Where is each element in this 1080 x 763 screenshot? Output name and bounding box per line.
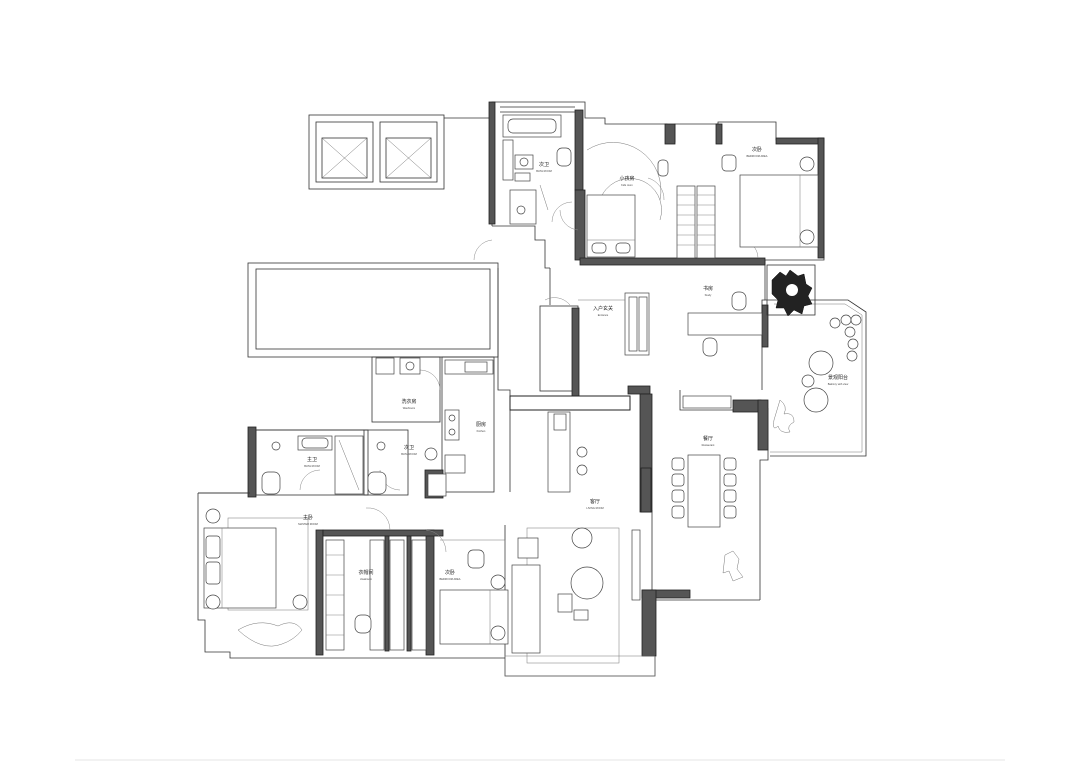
room-label-dining-en: Restaurant [702, 443, 715, 447]
room-label-living-en: LIVING ROOM [586, 506, 603, 510]
room-label-study-en: Study [705, 293, 712, 297]
room-label-study: 书房 [703, 285, 713, 292]
room-label-kitchen: 厨房 [476, 421, 486, 428]
top-bath-fixtures [502, 114, 572, 225]
room-label-balcony: 景观阳台 [828, 374, 848, 381]
lower-bath-fixtures [367, 441, 438, 495]
master-bedroom-furniture [203, 508, 309, 647]
room-label-master-bath-en: BATH ROOM [304, 464, 320, 468]
room-label-living: 客厅 [590, 498, 600, 505]
kids-room-furniture [586, 142, 716, 259]
room-label-secondary-bath: 次卫 [539, 161, 549, 168]
outer-walls [197, 101, 825, 677]
kitchen-furniture [427, 359, 588, 497]
laundry-furniture [375, 357, 421, 375]
room-label-master-bedroom-en: MASTER ROOM [298, 522, 318, 526]
balcony [766, 264, 867, 457]
room-label-kids-room: 小孩房 [619, 175, 634, 182]
room-label-second-bath-lower-en: BATH ROOM [401, 452, 417, 456]
room-label-second-bedroom-bottom: 次卧 [445, 569, 455, 576]
room-label-cloakroom: 衣帽间 [358, 569, 373, 576]
second-bedroom-bottom-furniture [439, 539, 509, 645]
room-label-second-bath-lower: 次卫 [404, 444, 414, 451]
room-label-master-bedroom: 主卧 [303, 514, 313, 521]
master-bath-fixtures [261, 435, 364, 495]
room-label-laundry-en: Washroom [403, 406, 415, 410]
room-label-second-bedroom-bottom-en: BEDROOM AREA [439, 577, 460, 581]
room-labels: 次卫 BATH ROOM 小孩房 Kids room 次卧 BEDROOM AR… [298, 146, 848, 581]
room-label-dining: 餐厅 [703, 435, 713, 442]
room-label-cloakroom-en: cloakroom [360, 577, 372, 581]
room-label-balcony-en: Balcony with view [828, 382, 849, 386]
light-well [247, 262, 499, 358]
room-label-kitchen-en: Kitchen [477, 429, 486, 433]
room-label-laundry: 洗衣房 [401, 398, 416, 405]
dining-furniture [671, 395, 744, 582]
cloakroom-furniture [325, 539, 427, 651]
second-bedroom-top-furniture [721, 154, 819, 248]
living-furniture [511, 527, 641, 664]
study-furniture [578, 291, 763, 357]
room-label-entrance: 入户玄关 [593, 305, 613, 312]
room-label-kids-room-en: Kids room [621, 183, 633, 187]
room-label-second-bedroom-top: 次卧 [752, 146, 762, 153]
room-label-master-bath: 主卫 [307, 456, 317, 463]
room-label-secondary-bath-en: BATH ROOM [536, 169, 552, 173]
room-label-entrance-en: Entrance [598, 313, 609, 317]
elevator-shafts [308, 114, 492, 190]
room-label-second-bedroom-top-en: BEDROOM AREA [746, 154, 767, 158]
